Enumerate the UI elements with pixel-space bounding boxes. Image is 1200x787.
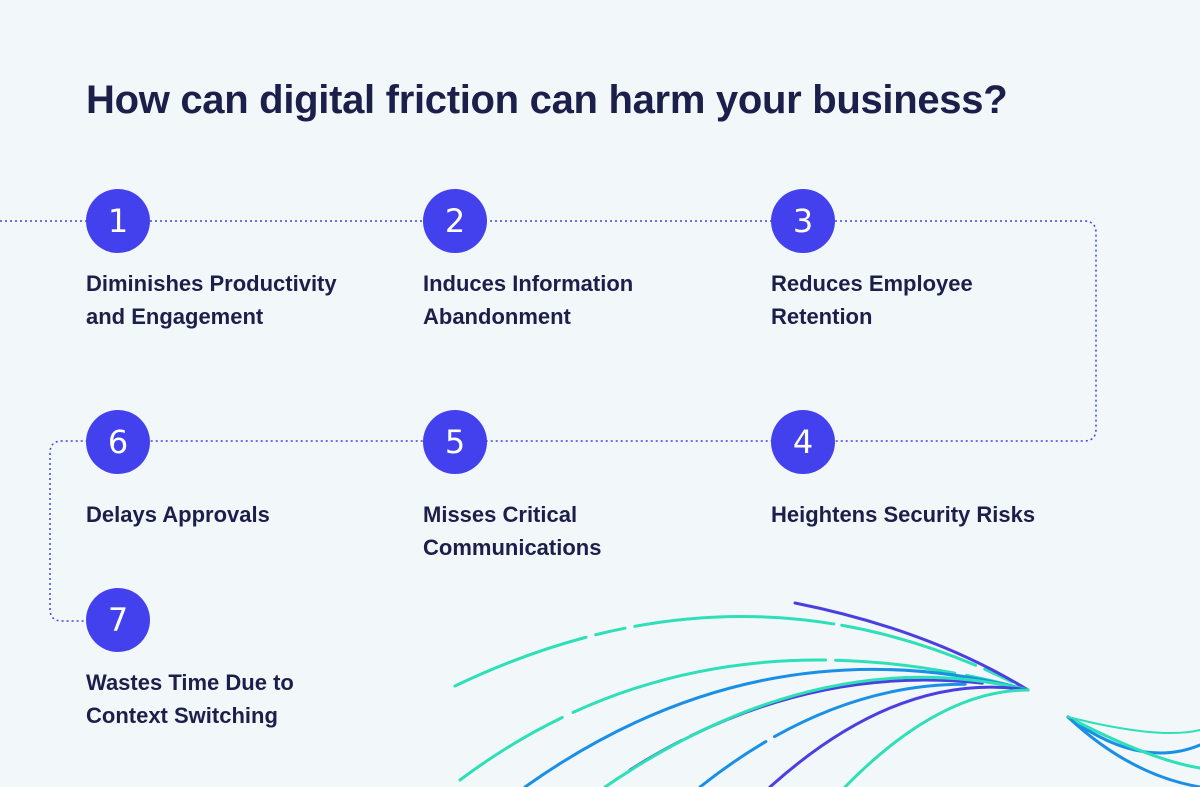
step-label: Diminishes Productivity and Engagement (86, 267, 376, 333)
step-label: Heightens Security Risks (771, 498, 1061, 531)
step-label-line: Wastes Time Due to (86, 670, 294, 695)
step-label: Wastes Time Due to Context Switching (86, 666, 376, 732)
step-number-badge: 3 (771, 189, 835, 253)
step-label-line: Diminishes Productivity (86, 271, 337, 296)
step-label-line: Induces Information (423, 271, 634, 296)
step-label-line: Delays Approvals (86, 502, 270, 527)
step-number-badge: 4 (771, 410, 835, 474)
step-number-badge: 6 (86, 410, 150, 474)
step-label-line: Reduces Employee (771, 271, 973, 296)
step-number-badge: 5 (423, 410, 487, 474)
step-label-line: and Engagement (86, 304, 264, 329)
decorative-swooshes (453, 601, 1200, 787)
step-number-badge: 2 (423, 189, 487, 253)
step-label: Induces Information Abandonment (423, 267, 713, 333)
step-label: Misses Critical Communications (423, 498, 713, 564)
page-title: How can digital friction can harm your b… (86, 78, 1008, 122)
step-label-line: Context Switching (86, 703, 278, 728)
step-label: Reduces Employee Retention (771, 267, 1061, 333)
step-label-line: Communications (423, 535, 602, 560)
step-label-line: Abandonment (423, 304, 571, 329)
step-number-badge: 1 (86, 189, 150, 253)
step-label-line: Misses Critical (423, 502, 578, 527)
step-label-line: Heightens Security Risks (771, 502, 1036, 527)
connector-line (0, 220, 1097, 622)
step-number-badge: 7 (86, 588, 150, 652)
step-label: Delays Approvals (86, 498, 376, 531)
step-label-line: Retention (771, 304, 873, 329)
